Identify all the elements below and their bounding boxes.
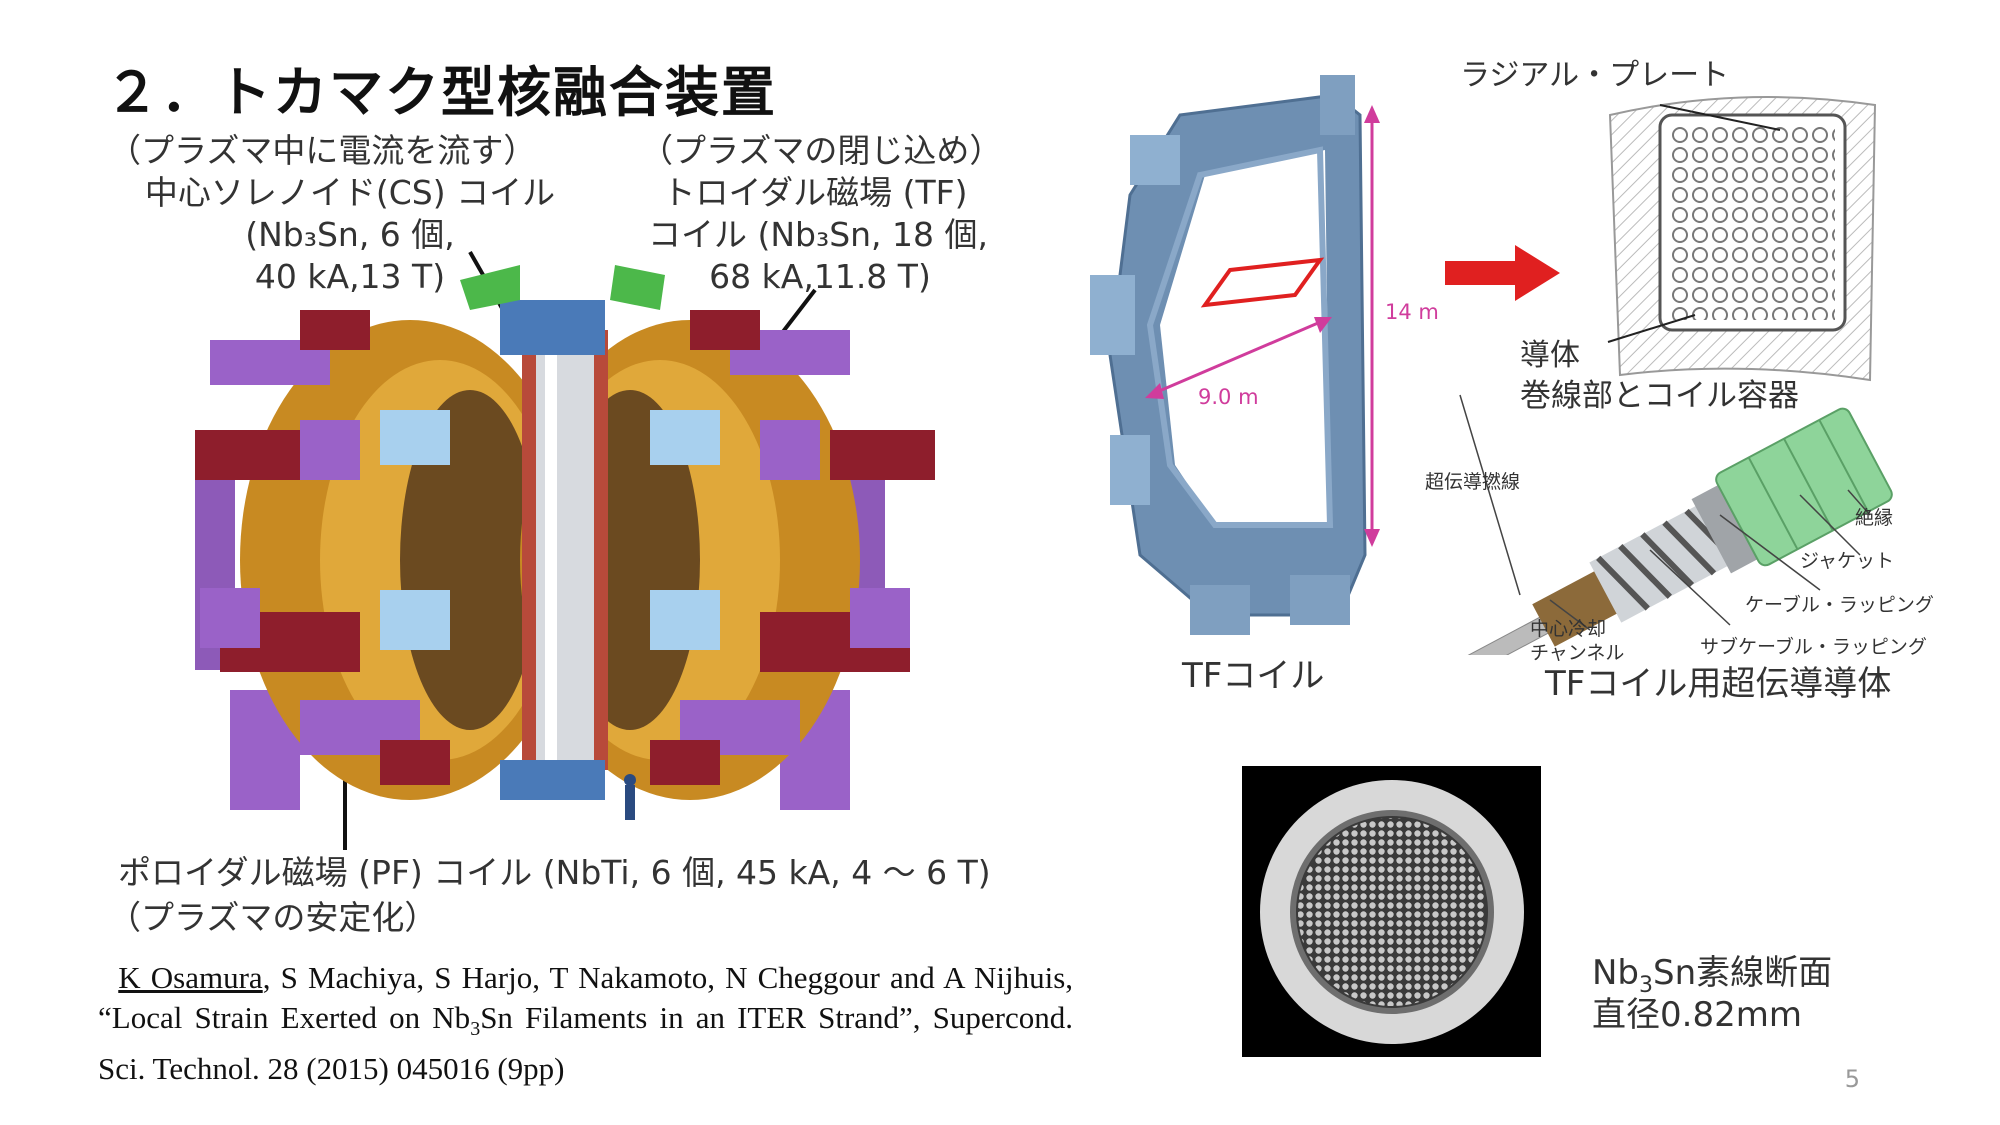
slide-title: ２．トカマク型核融合装置 — [105, 61, 777, 124]
winding-caption: 巻線部とコイル容器 — [1520, 378, 1799, 414]
strand-label: 超伝導撚線 — [1425, 471, 1521, 493]
cs-spec2-label: 40 kA,13 T) — [254, 257, 446, 296]
cs-role-label: （プラズマ中に電流を流す） — [108, 131, 537, 170]
tf-name-label: トロイダル磁場 (TF) — [662, 173, 968, 212]
conductor-caption: TFコイル用超伝導導体 — [1545, 664, 1892, 704]
tf-spec2-label: 68 kA,11.8 T) — [709, 257, 931, 296]
strand-diameter: 直径0.82mm — [1592, 995, 1802, 1035]
tf-spec1-label: コイル (Nb₃Sn, 18 個, — [647, 215, 989, 254]
strand-caption: Nb3Sn素線断面 — [1592, 953, 1833, 998]
tf-width-label: 9.0 m — [1198, 385, 1259, 409]
cable-wrapping-label: ケーブル・ラッピング — [1745, 594, 1934, 616]
cs-name-label: 中心ソレノイド(CS) コイル — [144, 173, 556, 212]
reference-author-link[interactable]: K Osamura — [118, 960, 263, 995]
radial-plate-illustration — [1608, 96, 1877, 382]
radial-plate-pointers — [1607, 104, 1781, 343]
red-arrow-icon — [1445, 245, 1560, 301]
tf-role-label: （プラズマの閉じ込め） — [640, 131, 1003, 170]
reference-citation: K Osamura, S Machiya, S Harjo, T Nakamot… — [98, 960, 1074, 1087]
tf-height-label: 14 m — [1385, 300, 1439, 324]
radial-plate-label: ラジアル・プレート — [1460, 58, 1730, 93]
cooling-channel-label-2: チャンネル — [1530, 642, 1625, 664]
cooling-channel-label-1: 中心冷却 — [1530, 618, 1607, 640]
pf-name-label: ポロイダル磁場 (PF) コイル (NbTi, 6 個, 45 kA, 4 〜 … — [118, 853, 991, 892]
tokamak-body — [195, 265, 935, 820]
page-number: 5 — [1844, 1065, 1860, 1093]
subcable-wrapping-label: サブケーブル・ラッピング — [1700, 636, 1927, 658]
pf-role-label: （プラズマの安定化） — [108, 898, 438, 937]
cs-spec1-label: (Nb₃Sn, 6 個, — [245, 215, 455, 254]
conductor-cable-illustration — [1441, 394, 1893, 655]
jacket-label: ジャケット — [1800, 550, 1895, 572]
insulation-label: 絶縁 — [1855, 507, 1894, 529]
tf-coil-caption: TFコイル — [1182, 656, 1325, 696]
tokamak-illustration — [195, 251, 935, 850]
tf-coil-illustration — [1090, 75, 1380, 635]
strand-cross-section-image — [1242, 766, 1541, 1057]
conductor-label: 導体 — [1520, 338, 1580, 373]
